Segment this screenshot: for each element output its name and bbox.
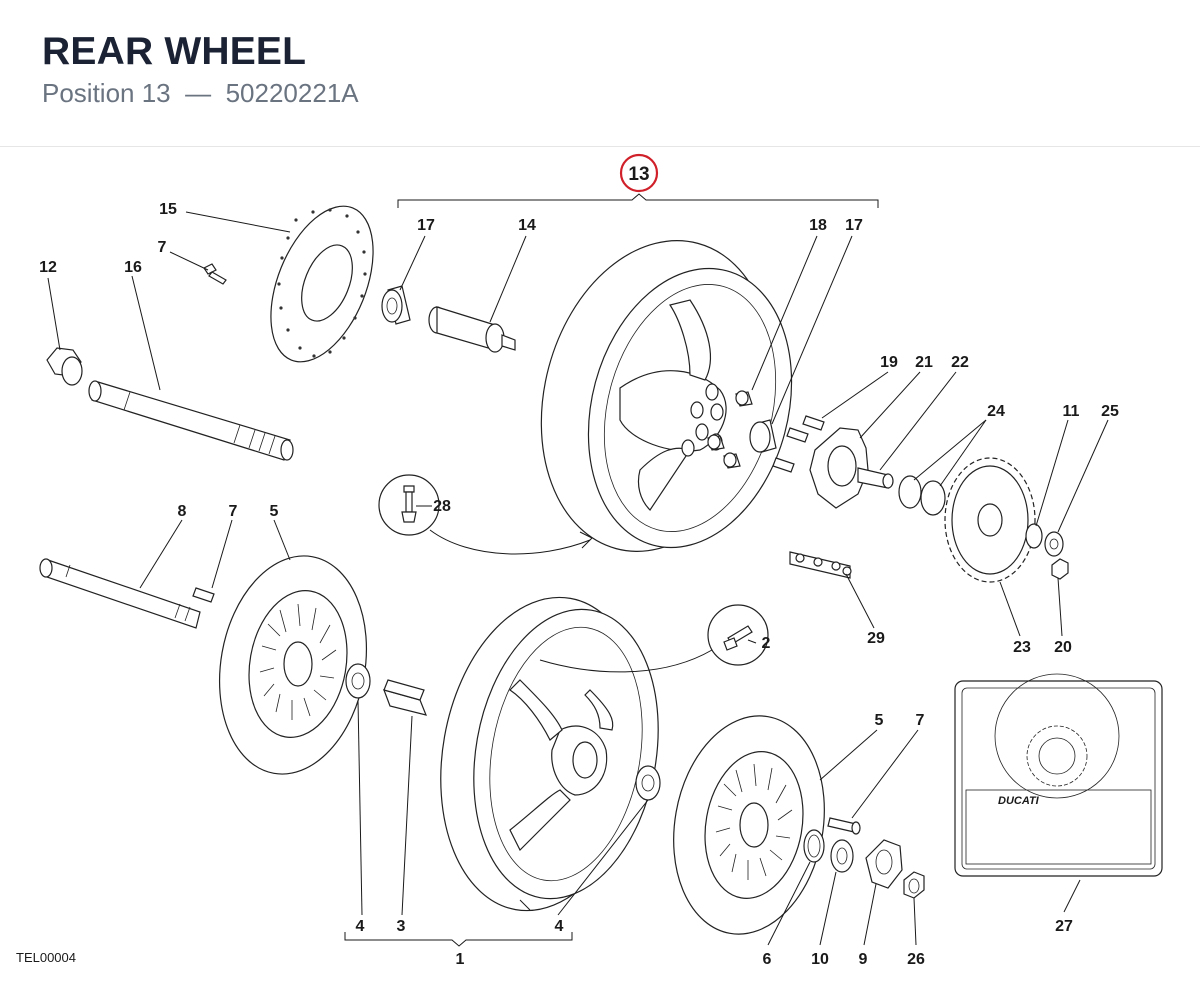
callout-14[interactable]: 14: [518, 217, 536, 234]
callout-15[interactable]: 15: [159, 201, 177, 218]
header: REAR WHEEL Position 13 — 50220221A: [0, 0, 1200, 147]
bracket-1: [344, 932, 573, 947]
separator: —: [185, 78, 212, 108]
screw-7-left[interactable]: [192, 587, 215, 603]
washer-25[interactable]: [1044, 531, 1064, 557]
callout-18[interactable]: 18: [809, 217, 827, 234]
callout-28[interactable]: 28: [433, 498, 451, 515]
callout-6[interactable]: 6: [763, 951, 772, 968]
callout-1[interactable]: 1: [456, 951, 465, 968]
callout-19[interactable]: 19: [880, 354, 898, 371]
spacer-3[interactable]: [383, 679, 427, 716]
callout-9[interactable]: 9: [859, 951, 868, 968]
circlip-6[interactable]: [803, 829, 825, 863]
highlight-13[interactable]: 13: [619, 153, 659, 193]
brake-disc-5-right[interactable]: [657, 704, 841, 946]
stud-18[interactable]: [707, 390, 753, 469]
screw-7-top[interactable]: [203, 263, 227, 285]
highlight-13-label: 13: [628, 164, 649, 185]
callout-7-right[interactable]: 7: [916, 712, 925, 729]
callout-8[interactable]: 8: [178, 503, 187, 520]
callout-10[interactable]: 10: [811, 951, 829, 968]
circlip-11[interactable]: [1025, 523, 1043, 549]
bearing-24[interactable]: [898, 475, 946, 516]
chain-link-29[interactable]: [789, 551, 852, 579]
callout-16[interactable]: 16: [124, 259, 142, 276]
wheel-rim-bottom[interactable]: [417, 581, 680, 927]
callout-5-left[interactable]: 5: [270, 503, 279, 520]
nut-12[interactable]: [46, 347, 83, 386]
nut-26[interactable]: [903, 871, 925, 899]
callout-3[interactable]: 3: [397, 918, 406, 935]
brake-disc-15[interactable]: [250, 191, 393, 376]
eccentric-9[interactable]: [865, 839, 903, 889]
spacer-14[interactable]: [428, 306, 516, 353]
callout-25[interactable]: 25: [1101, 403, 1119, 420]
callout-12[interactable]: 12: [39, 259, 57, 276]
valve-inset-2[interactable]: [539, 604, 769, 673]
callout-7-left[interactable]: 7: [229, 503, 238, 520]
callout-27[interactable]: 27: [1055, 918, 1073, 935]
callout-17-left[interactable]: 17: [417, 217, 435, 234]
wheel-rim-top[interactable]: [508, 214, 821, 577]
leader-lines: [47, 211, 1109, 946]
callout-20[interactable]: 20: [1054, 639, 1072, 656]
callout-21[interactable]: 21: [915, 354, 933, 371]
callout-17-right[interactable]: 17: [845, 217, 863, 234]
bearing-4-left[interactable]: [345, 663, 371, 699]
callout-29[interactable]: 29: [867, 630, 885, 647]
rear-sprocket-23[interactable]: [944, 457, 1036, 583]
callout-22[interactable]: 22: [951, 354, 969, 371]
callout-11[interactable]: 11: [1063, 403, 1080, 420]
stud-22[interactable]: [857, 467, 894, 489]
valve-inset-28[interactable]: [378, 474, 593, 555]
callout-2[interactable]: 2: [762, 635, 771, 652]
ring-10[interactable]: [830, 839, 854, 873]
callout-4-left[interactable]: 4: [356, 918, 365, 935]
bearing-4-right[interactable]: [635, 765, 661, 801]
page-subtitle: Position 13 — 50220221A: [42, 78, 359, 109]
sprocket-flange-21[interactable]: [809, 427, 869, 509]
callout-24[interactable]: 24: [987, 403, 1005, 420]
callout-26[interactable]: 26: [907, 951, 925, 968]
callout-4-right[interactable]: 4: [555, 918, 564, 935]
page-title: REAR WHEEL: [42, 30, 307, 73]
bearing-17-left[interactable]: [381, 285, 411, 325]
drawing-code: TEL00004: [16, 950, 76, 965]
decal-27[interactable]: DUCATI: [954, 673, 1163, 877]
nut-20[interactable]: [1051, 558, 1069, 580]
part-number: 50220221A: [225, 78, 359, 108]
position-label: Position 13: [42, 78, 171, 108]
callout-23[interactable]: 23: [1013, 639, 1031, 656]
callout-labels: 15 7 12 16 17 14 18 17 19 21 22 24 11 25…: [39, 201, 1119, 968]
bracket-13: [397, 193, 879, 208]
bolt-19[interactable]: [772, 415, 825, 473]
logo-text: DUCATI: [998, 795, 1040, 807]
callout-5-right[interactable]: 5: [875, 712, 884, 729]
screw-7-right[interactable]: [827, 817, 861, 835]
axle-8[interactable]: [39, 558, 201, 629]
bearing-17-right[interactable]: [749, 419, 777, 453]
axle-16[interactable]: [88, 380, 294, 461]
brake-disc-5-left[interactable]: [203, 544, 383, 786]
callout-7-top[interactable]: 7: [158, 239, 167, 256]
